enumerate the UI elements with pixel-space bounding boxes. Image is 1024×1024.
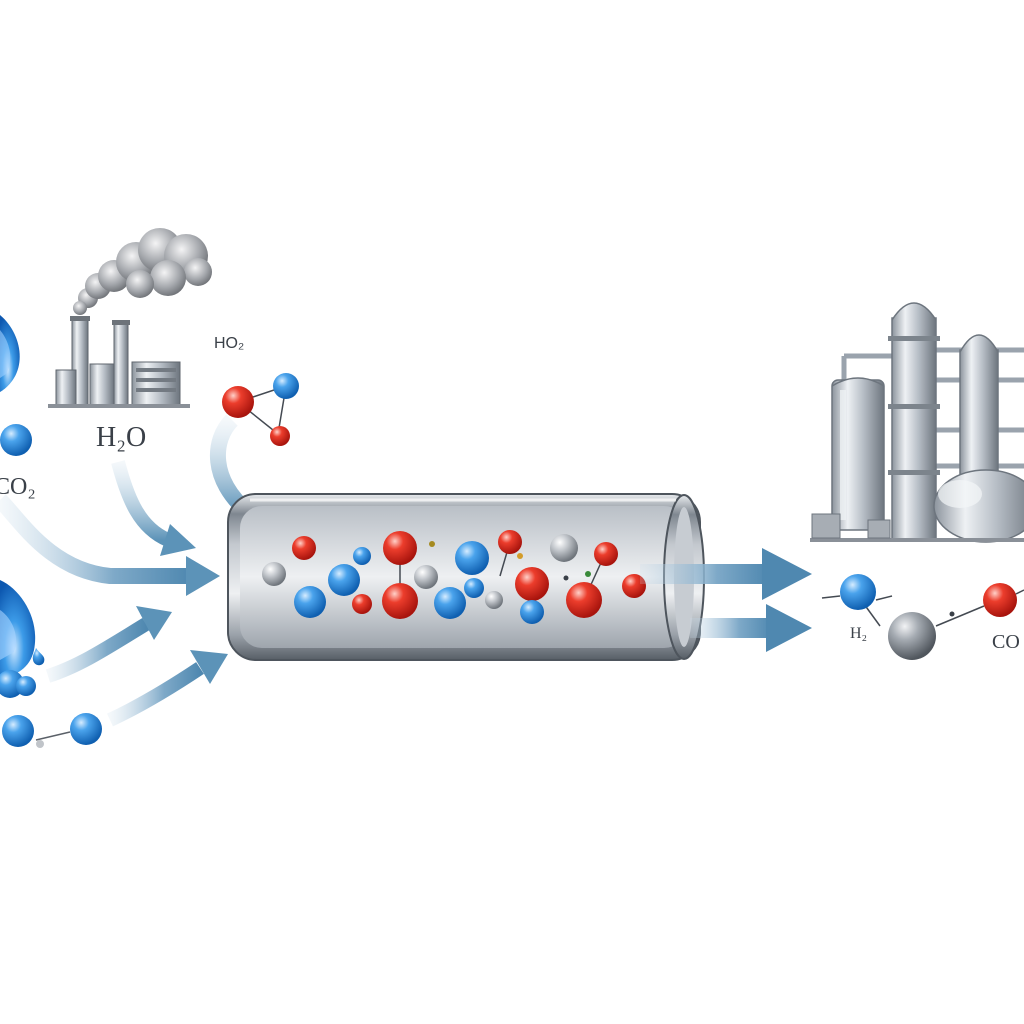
arrow-icon — [0, 494, 220, 596]
co-output-label: CO — [992, 631, 1020, 653]
arrow-icon — [690, 604, 812, 652]
refinery-icon — [810, 302, 1024, 543]
flame-icon — [0, 315, 20, 392]
flame-icon — [0, 580, 45, 678]
molecule-icon — [222, 373, 299, 446]
h2o-label: H₂O — [96, 422, 146, 453]
arrow-icon — [107, 650, 228, 727]
ho2-label: HO₂ — [214, 335, 244, 352]
h2-output-label: H₂ — [850, 625, 867, 642]
smoke-cloud-icon — [73, 228, 212, 315]
molecule-icon — [0, 424, 32, 456]
arrow-icon — [45, 606, 172, 683]
molecule-icon — [0, 670, 102, 748]
arrow-icon — [111, 460, 196, 556]
molecule-icon — [821, 574, 1024, 660]
arrow-icon — [640, 548, 812, 600]
factory-icon — [48, 316, 190, 408]
